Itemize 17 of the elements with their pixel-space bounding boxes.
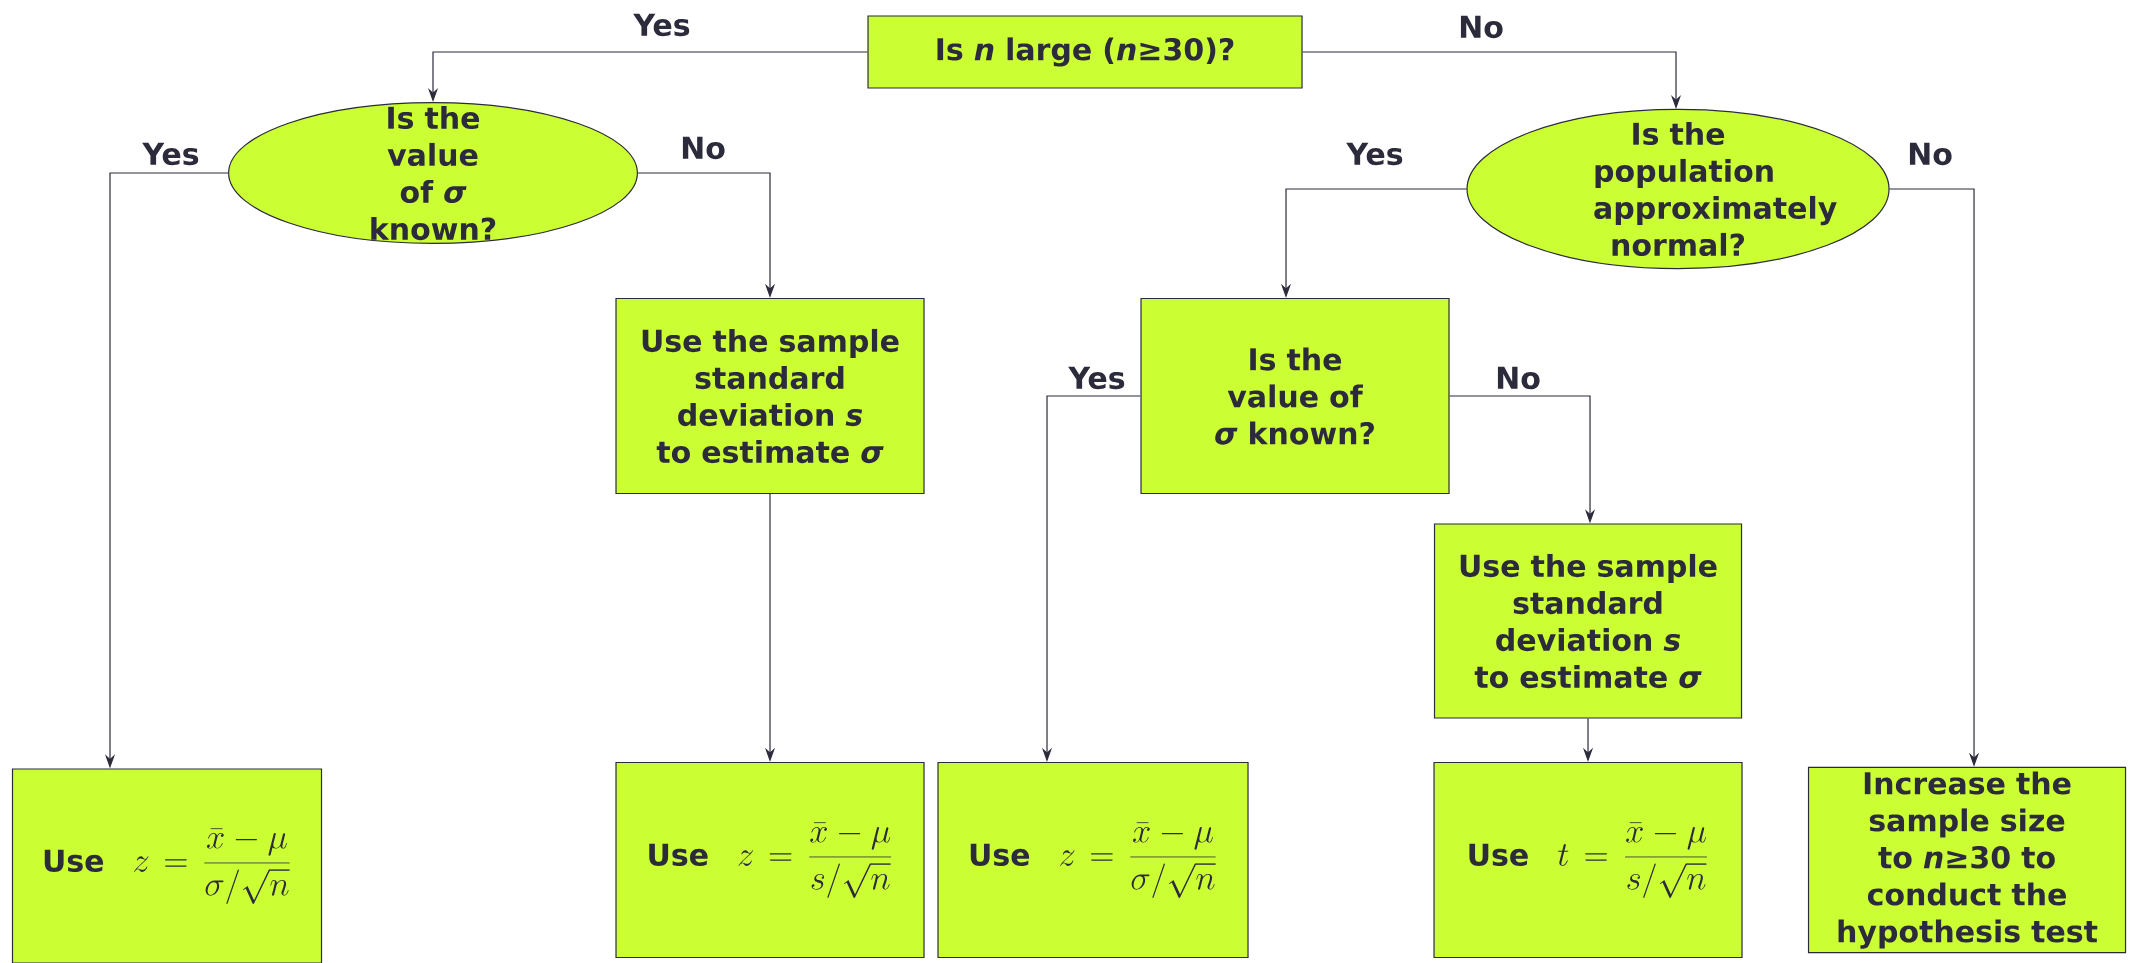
edge-label: Yes: [631, 11, 693, 39]
edge-label: No: [678, 134, 728, 162]
result-box: Use $t=\frac{\bar{x}-\mu}{s/\sqrt{n}}$: [1433, 761, 1743, 959]
edge-label: No: [1493, 364, 1543, 392]
edge-label: Yes: [1066, 364, 1128, 392]
result-box: Use $z=\frac{\bar{x}-\mu}{\sigma/\sqrt{n}}$: [11, 768, 323, 963]
decision-box: Is the value of σ known?: [1140, 297, 1450, 495]
decision-box: Is n large (n≥30)?: [867, 15, 1303, 89]
edge-label: Yes: [140, 140, 202, 168]
edge-label: No: [1905, 140, 1955, 168]
result-box: Use $z=\frac{\bar{x}-\mu}{s/\sqrt{n}}$: [615, 761, 925, 959]
process-box: Use the sample standard deviation s to estimate σ: [615, 297, 925, 495]
edge-label: Yes: [1344, 140, 1406, 168]
process-box: Use the sample standard deviation s to estimate σ: [1433, 523, 1743, 719]
result-box: Use $z=\frac{\bar{x}-\mu}{\sigma/\sqrt{n}}$: [937, 761, 1249, 959]
result-box: Increase the sample size to n≥30 to conduct the hypothesis test: [1807, 766, 2127, 954]
edge-label: No: [1456, 13, 1506, 41]
